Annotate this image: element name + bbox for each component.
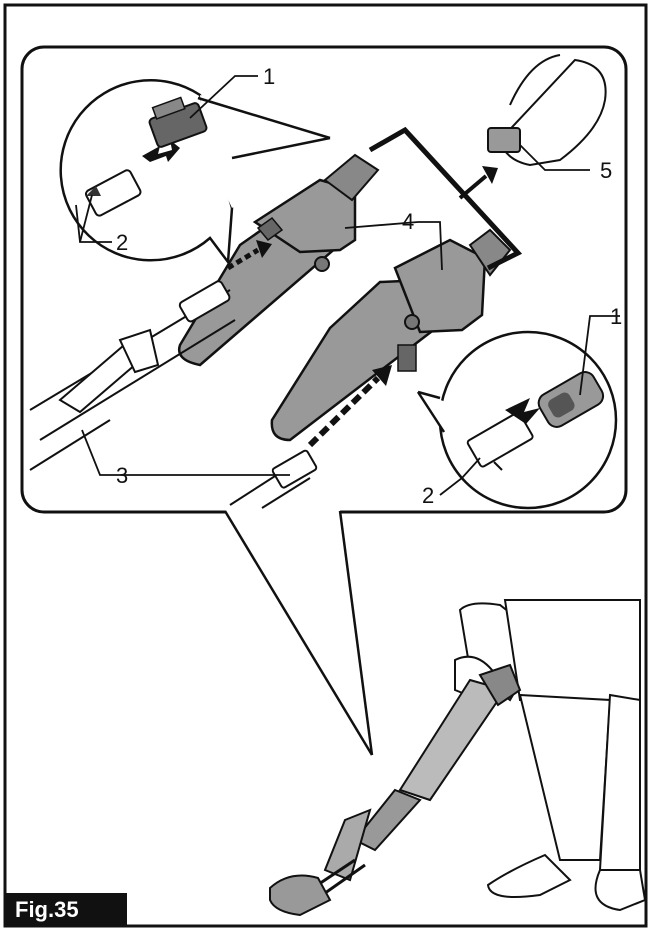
callout-1-top: 1	[263, 64, 275, 89]
magnifier-bubble-top	[59, 79, 331, 266]
detail-pointer	[223, 510, 374, 756]
figure-label: Fig.35	[5, 893, 127, 926]
insert-arrow-lower	[307, 365, 392, 448]
leader-lines	[75, 75, 620, 496]
callout-1-right: 1	[610, 304, 622, 329]
callout-3: 3	[116, 463, 128, 488]
vacuum-body-lower	[270, 228, 512, 442]
callout-2-right: 2	[422, 483, 434, 508]
insert-arrow-upper	[226, 240, 272, 271]
callout-5: 5	[600, 158, 612, 183]
vacuum-body-upper	[177, 153, 380, 367]
hand-latch-detail	[487, 54, 607, 167]
callout-4: 4	[402, 209, 414, 234]
callout-2-left: 2	[116, 230, 128, 255]
bracket	[368, 126, 523, 271]
lower-pipe	[229, 449, 318, 509]
stick-vacuum	[269, 663, 522, 917]
nozzle-assembly	[29, 280, 236, 471]
magnifier-bubble-right	[416, 330, 618, 510]
